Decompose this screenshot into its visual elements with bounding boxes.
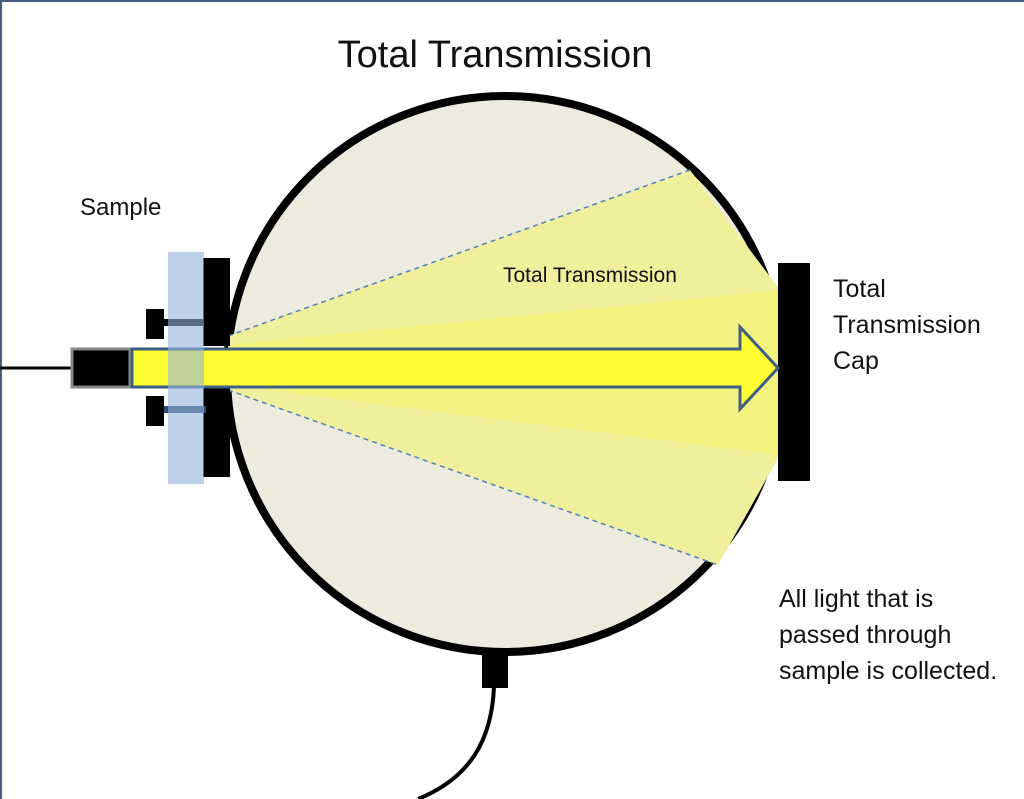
sample-label: Sample	[80, 194, 162, 221]
sample-port-upper	[203, 258, 230, 346]
diagram-title: Total Transmission	[337, 34, 653, 76]
transmission-cap-label: Total Transmission Cap	[833, 271, 1013, 379]
cone-edge-lower	[227, 389, 719, 566]
collection-note: All light that is passed through sample …	[779, 581, 1024, 689]
cap-label-line: Transmission	[833, 311, 981, 339]
sample-plate	[168, 252, 204, 484]
note-line: passed through	[779, 621, 952, 649]
beam-label: Total Transmission	[503, 264, 677, 287]
light-source	[70, 347, 132, 389]
transmission-cap	[778, 263, 810, 481]
detector-cable	[417, 685, 496, 799]
lower-clamp-knob	[146, 396, 164, 426]
upper-clamp-knob	[146, 309, 164, 339]
beam-arrow	[130, 323, 781, 413]
cap-label-line: Cap	[833, 347, 879, 375]
note-line: sample is collected.	[779, 657, 998, 685]
cone-edge-upper	[227, 169, 691, 337]
cap-label-line: Total	[833, 275, 886, 303]
note-line: All light that is	[779, 585, 934, 613]
detector-port	[482, 650, 508, 688]
sample-port-lower	[203, 385, 230, 477]
